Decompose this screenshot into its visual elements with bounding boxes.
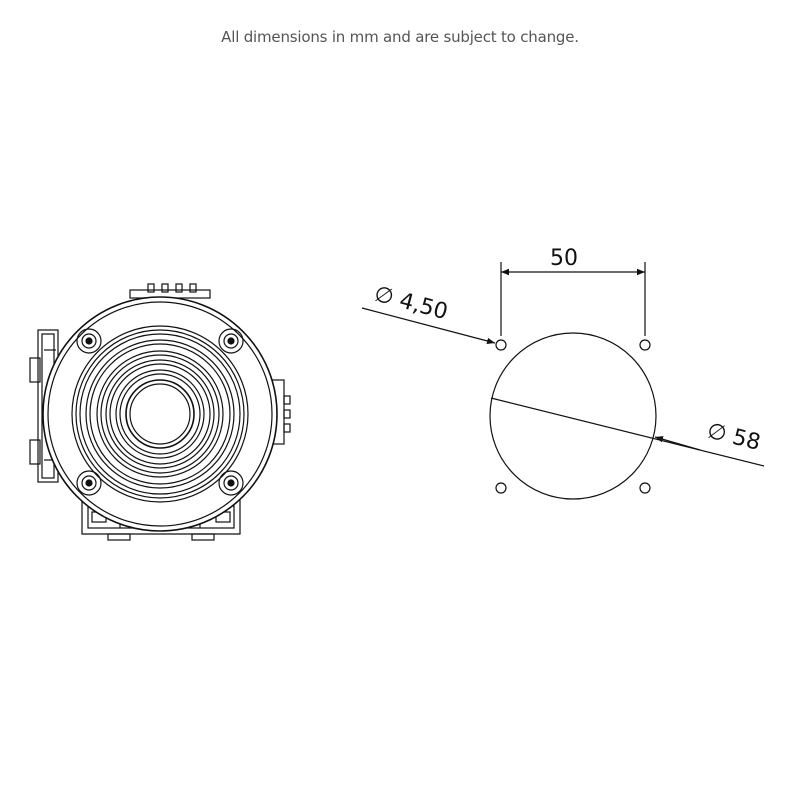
diameter-symbol-2: ∅ [705,419,730,448]
cutout-diameter-value: 58 [730,425,763,456]
hole-diameter-label: ∅ 4,50 [371,282,450,326]
mounting-holes [495,339,651,494]
dimensions-note: All dimensions in mm and are subject to … [221,28,579,46]
top-connector [129,283,211,299]
camera-front-view [29,283,291,541]
lens [71,325,249,503]
mounting-screws [76,328,244,496]
diameter-symbol: ∅ [371,282,396,311]
hole-diameter-leader [361,307,496,345]
cutout-diameter-label: ∅ 58 [705,419,763,456]
camera-body-outline [42,296,278,532]
mounting-template [361,262,765,500]
spacing-value: 50 [550,246,578,271]
spacing-dimension [500,262,646,336]
cutout-circle [489,332,657,500]
cutout-diameter-leader [490,397,765,467]
